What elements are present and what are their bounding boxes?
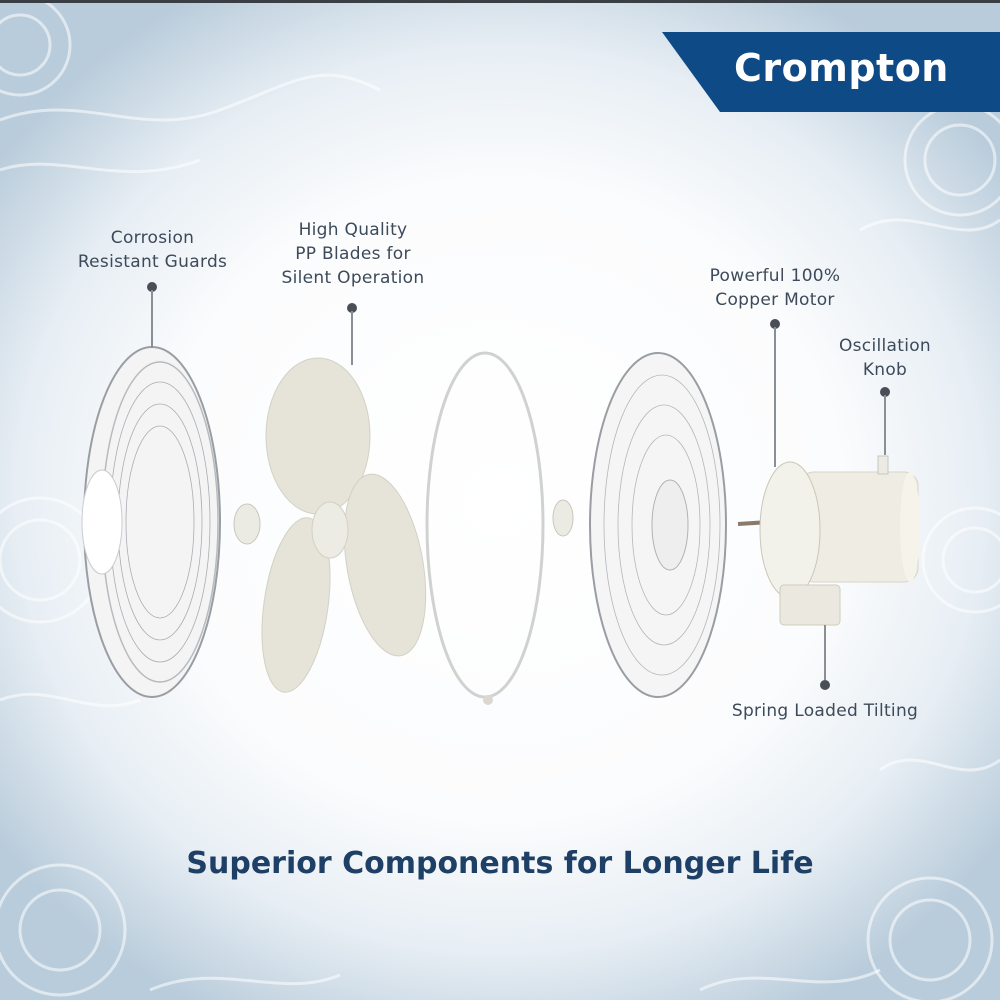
clamp-ring-illustration	[425, 351, 545, 699]
callout-blades-dot	[347, 303, 357, 313]
label-line: PP Blades for	[295, 244, 411, 264]
label-line: Spring Loaded Tilting	[731, 701, 919, 721]
callout-motor-label: Powerful 100% Copper Motor	[690, 264, 860, 312]
callout-guards-dot	[147, 282, 157, 292]
callout-blades-label: High Quality PP Blades for Silent Operat…	[258, 218, 448, 290]
brand-banner: Crompton	[662, 32, 1000, 112]
label-line: Silent Operation	[281, 268, 425, 288]
callout-guards-label: Corrosion Resistant Guards	[60, 226, 245, 274]
callout-tilt-leader	[824, 625, 826, 680]
blade-illustration	[261, 357, 427, 693]
label-line: Copper Motor	[715, 290, 835, 310]
front-guard-illustration	[81, 346, 221, 698]
callout-knob-leader	[884, 395, 886, 455]
label-line: High Quality	[298, 220, 408, 240]
motor-illustration	[737, 455, 920, 626]
callout-blades-leader	[351, 311, 353, 365]
brand-logo-text: Crompton	[734, 46, 949, 90]
back-guard-illustration	[589, 352, 727, 698]
callout-motor-leader	[774, 327, 776, 467]
label-line: Resistant Guards	[77, 252, 228, 272]
callout-guards-leader	[151, 290, 153, 348]
callout-motor-dot	[770, 319, 780, 329]
callout-knob-label: Oscillation Knob	[825, 334, 945, 382]
label-line: Knob	[862, 360, 908, 380]
banner-shape	[662, 32, 1000, 112]
label-line: Powerful 100%	[709, 266, 841, 286]
tagline-heading: Superior Components for Longer Life	[186, 846, 814, 881]
label-line: Corrosion	[110, 228, 195, 248]
callout-tilt-label: Spring Loaded Tilting	[705, 699, 945, 723]
callout-knob-dot	[880, 387, 890, 397]
label-line: Oscillation	[838, 336, 932, 356]
callout-tilt-dot	[820, 680, 830, 690]
top-border	[0, 0, 1000, 3]
